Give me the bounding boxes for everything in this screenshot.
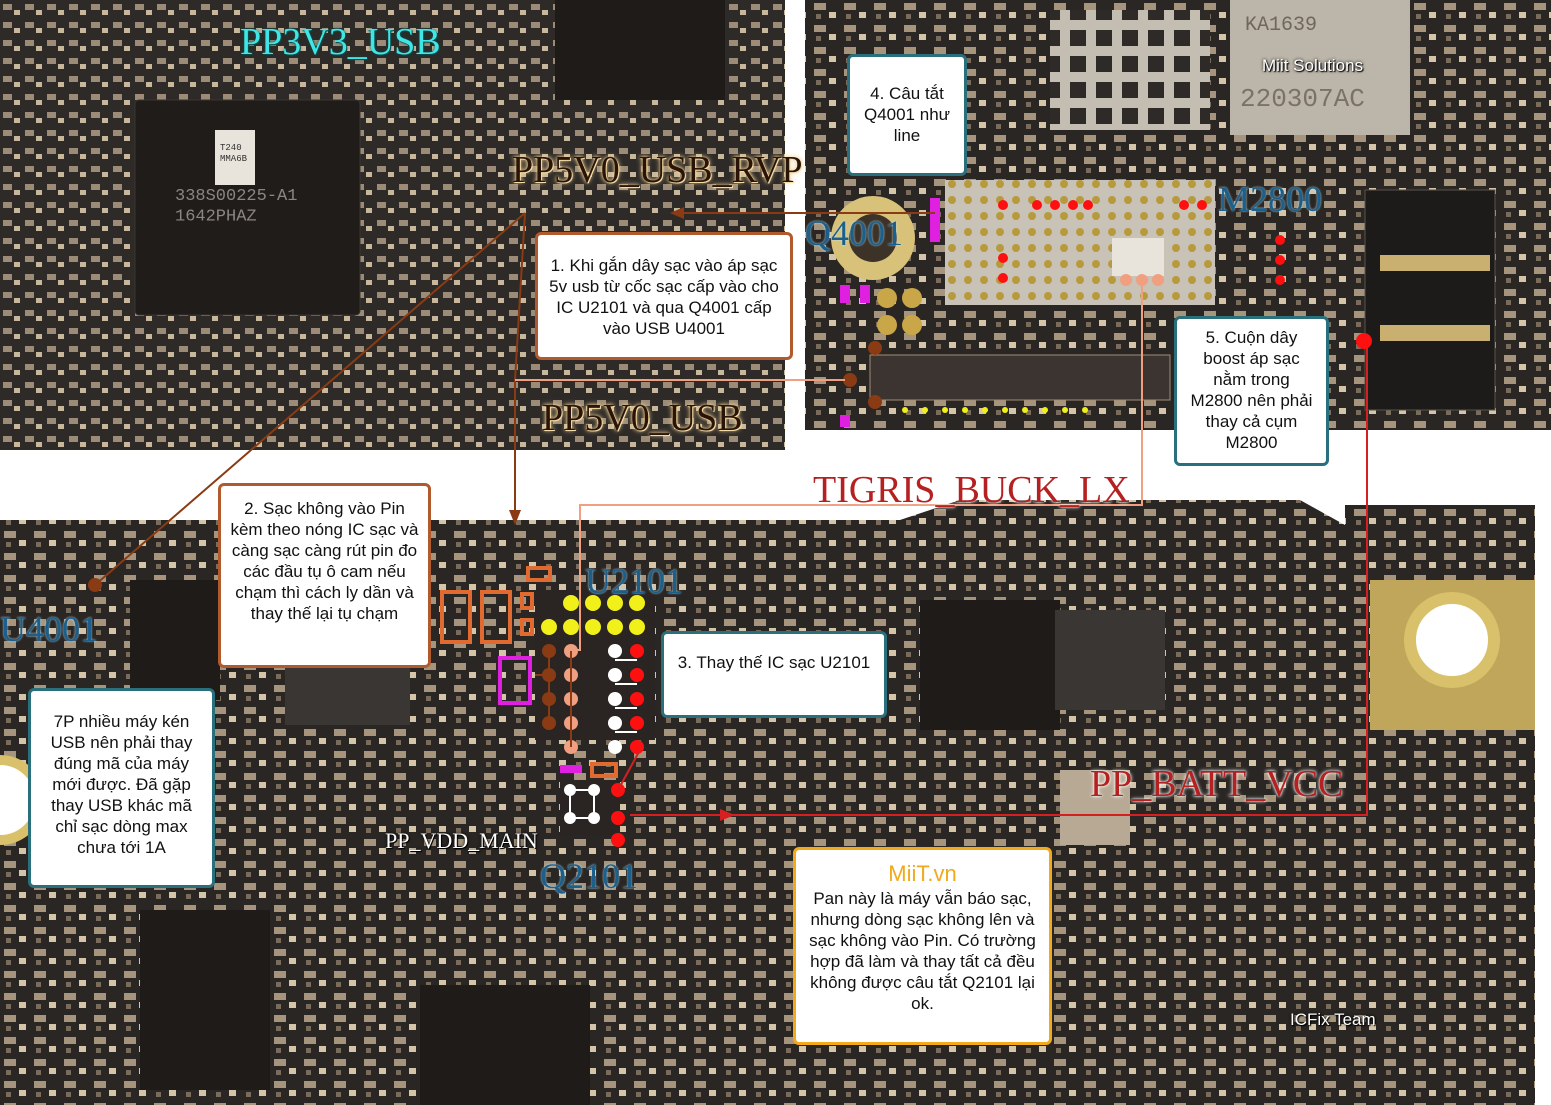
- ref-q2101: Q2101: [540, 856, 638, 896]
- battery-pin-1: [1380, 255, 1490, 271]
- arrow-usb-down: [509, 510, 521, 525]
- inductor: [1060, 770, 1130, 845]
- m2800-dots: [998, 200, 1285, 286]
- q2101-junction: [613, 813, 623, 823]
- m2800-body: [945, 180, 1215, 305]
- yellow-dots: [902, 407, 1088, 413]
- net-pp5v0-usb: PP5V0_USB: [542, 397, 743, 439]
- u4001-dot: [88, 578, 102, 592]
- screw-hole-right: [1404, 592, 1500, 688]
- ref-u2101: U2101: [585, 561, 683, 601]
- ref-m2800: M2800: [1218, 179, 1323, 219]
- chip-bottom-right: [920, 600, 1060, 730]
- q4001-pads: [843, 288, 922, 409]
- connector-block: [1364, 189, 1496, 411]
- shield-chip-marking: KA1639: [1245, 14, 1317, 37]
- shield-code: 220307AC: [1240, 84, 1365, 114]
- net-pp-vdd-main: PP_VDD_MAIN: [385, 828, 538, 853]
- net-pp5v0-usb-rvp: PP5V0_USB_RVP: [512, 149, 803, 191]
- note-1-charging-path: 1. Khi gắn dây sạc vào áp sạc 5v usb từ …: [535, 232, 793, 360]
- ref-q4001: Q4001: [805, 213, 903, 253]
- u2101-grid: [535, 590, 655, 754]
- small-chip: [215, 130, 255, 185]
- fpc-connector: [869, 354, 1171, 401]
- note-miit-body: Pan này là máy vẫn báo sạc, nhưng dòng s…: [809, 889, 1036, 1013]
- note-4-bridge-q4001: 4. Câu tắt Q4001 như line: [847, 54, 967, 176]
- note-miit: MiiT.vn Pan này là máy vẫn báo sạc, nhưn…: [793, 847, 1052, 1045]
- screw-hole-top-inner: [849, 214, 897, 262]
- chip-bottom-left: [140, 910, 270, 1090]
- net-pp-batt-vcc: PP_BATT_VCC: [1090, 763, 1344, 805]
- orange-capacitors: [440, 566, 618, 778]
- note-7p-usb: 7P nhiều máy kén USB nên phải thay đúng …: [28, 688, 215, 888]
- watermark-miit-solutions: Miit Solutions: [1262, 56, 1364, 75]
- net-pp3v3-usb: PP3V3_USB: [240, 21, 441, 63]
- note-3-replace-u2101: 3. Thay thế IC sạc U2101: [661, 631, 887, 718]
- note-5-boost-coil: 5. Cuộn dây boost áp sạc nằm trong M2800…: [1174, 316, 1329, 466]
- arrow-batt: [720, 809, 735, 821]
- chip-bottom-mid: [420, 985, 590, 1105]
- main-chip: [134, 99, 361, 316]
- batt-dot: [1356, 333, 1372, 349]
- top-chip: [555, 0, 725, 100]
- shield-chip: [1230, 0, 1410, 135]
- shield-pads: [1050, 10, 1210, 130]
- note-2-orange-caps: 2. Sạc không vào Pin kèm theo nóng IC sạ…: [218, 483, 431, 668]
- magenta-markers: [560, 198, 940, 773]
- ref-u4001: U4001: [0, 609, 98, 649]
- usb-ic-area: [130, 580, 220, 700]
- note-miit-title: MiiT.vn: [888, 861, 957, 886]
- net-tigris-buck-lx: TIGRIS_BUCK_LX: [813, 469, 1130, 511]
- mid-chip: [285, 665, 410, 725]
- magenta-cap: [498, 656, 532, 705]
- chip-bottom-right2: [1055, 610, 1165, 710]
- battery-pin-2: [1380, 325, 1490, 341]
- trace-lines: [94, 212, 1368, 816]
- m2800-center: [1112, 238, 1164, 276]
- arrow-q4001: [670, 207, 684, 219]
- watermark-icfix-team: ICFix Team: [1290, 1010, 1376, 1029]
